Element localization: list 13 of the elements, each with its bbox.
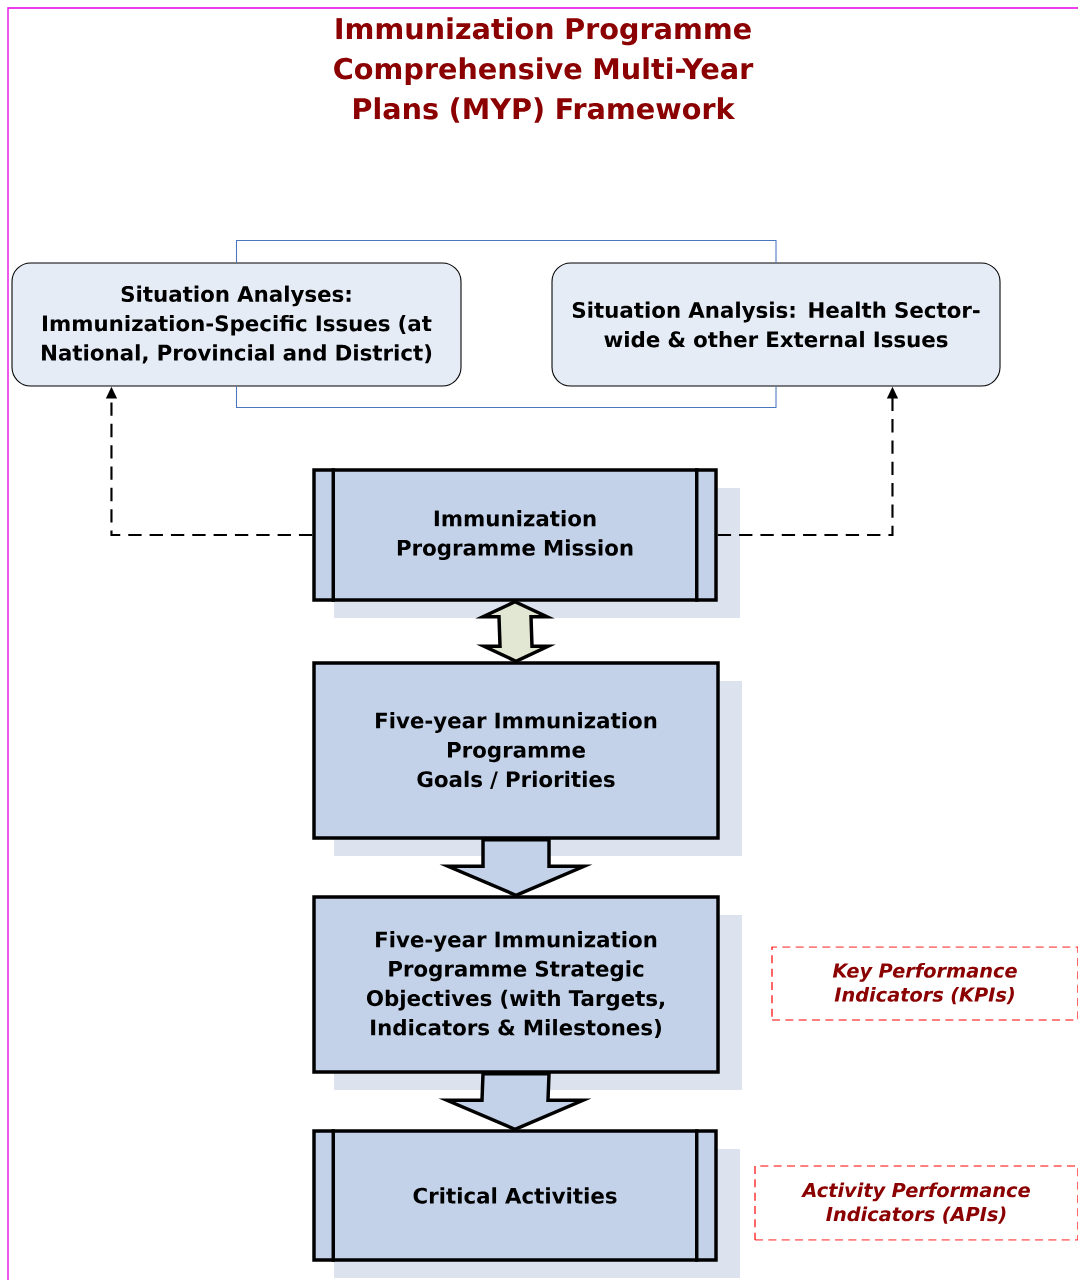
process-box: Five-year Immunization Programme Goals / Priorities — [312, 661, 742, 856]
predefined-process-box: Immunization Programme Mission — [312, 468, 740, 618]
block-arrow — [439, 838, 593, 898]
rounded-box: Situation Analyses: Immunization-Specific Issues (at National, Provincial and District) — [11, 262, 462, 387]
rounded-box: Situation Analysis: Health Sector-wide & other External Issues — [551, 262, 1001, 387]
predefined-process-box: Critical Activities — [312, 1129, 740, 1278]
title: Immunization Programme Comprehensive Multi-Year Plans (MYP) Framework — [334, 17, 754, 123]
indicator-box: Activity Performance Indicators (APIs) — [754, 1165, 1078, 1241]
process-box: Five-year Immunization Programme Strategic Objectives (with Targets, Indicators & Milestones) — [312, 895, 742, 1090]
connector-line — [235, 386, 777, 409]
indicator-box: Key Performance Indicators (KPIs) — [771, 946, 1078, 1021]
connector-line — [235, 239, 777, 263]
block-arrow — [438, 1072, 592, 1132]
